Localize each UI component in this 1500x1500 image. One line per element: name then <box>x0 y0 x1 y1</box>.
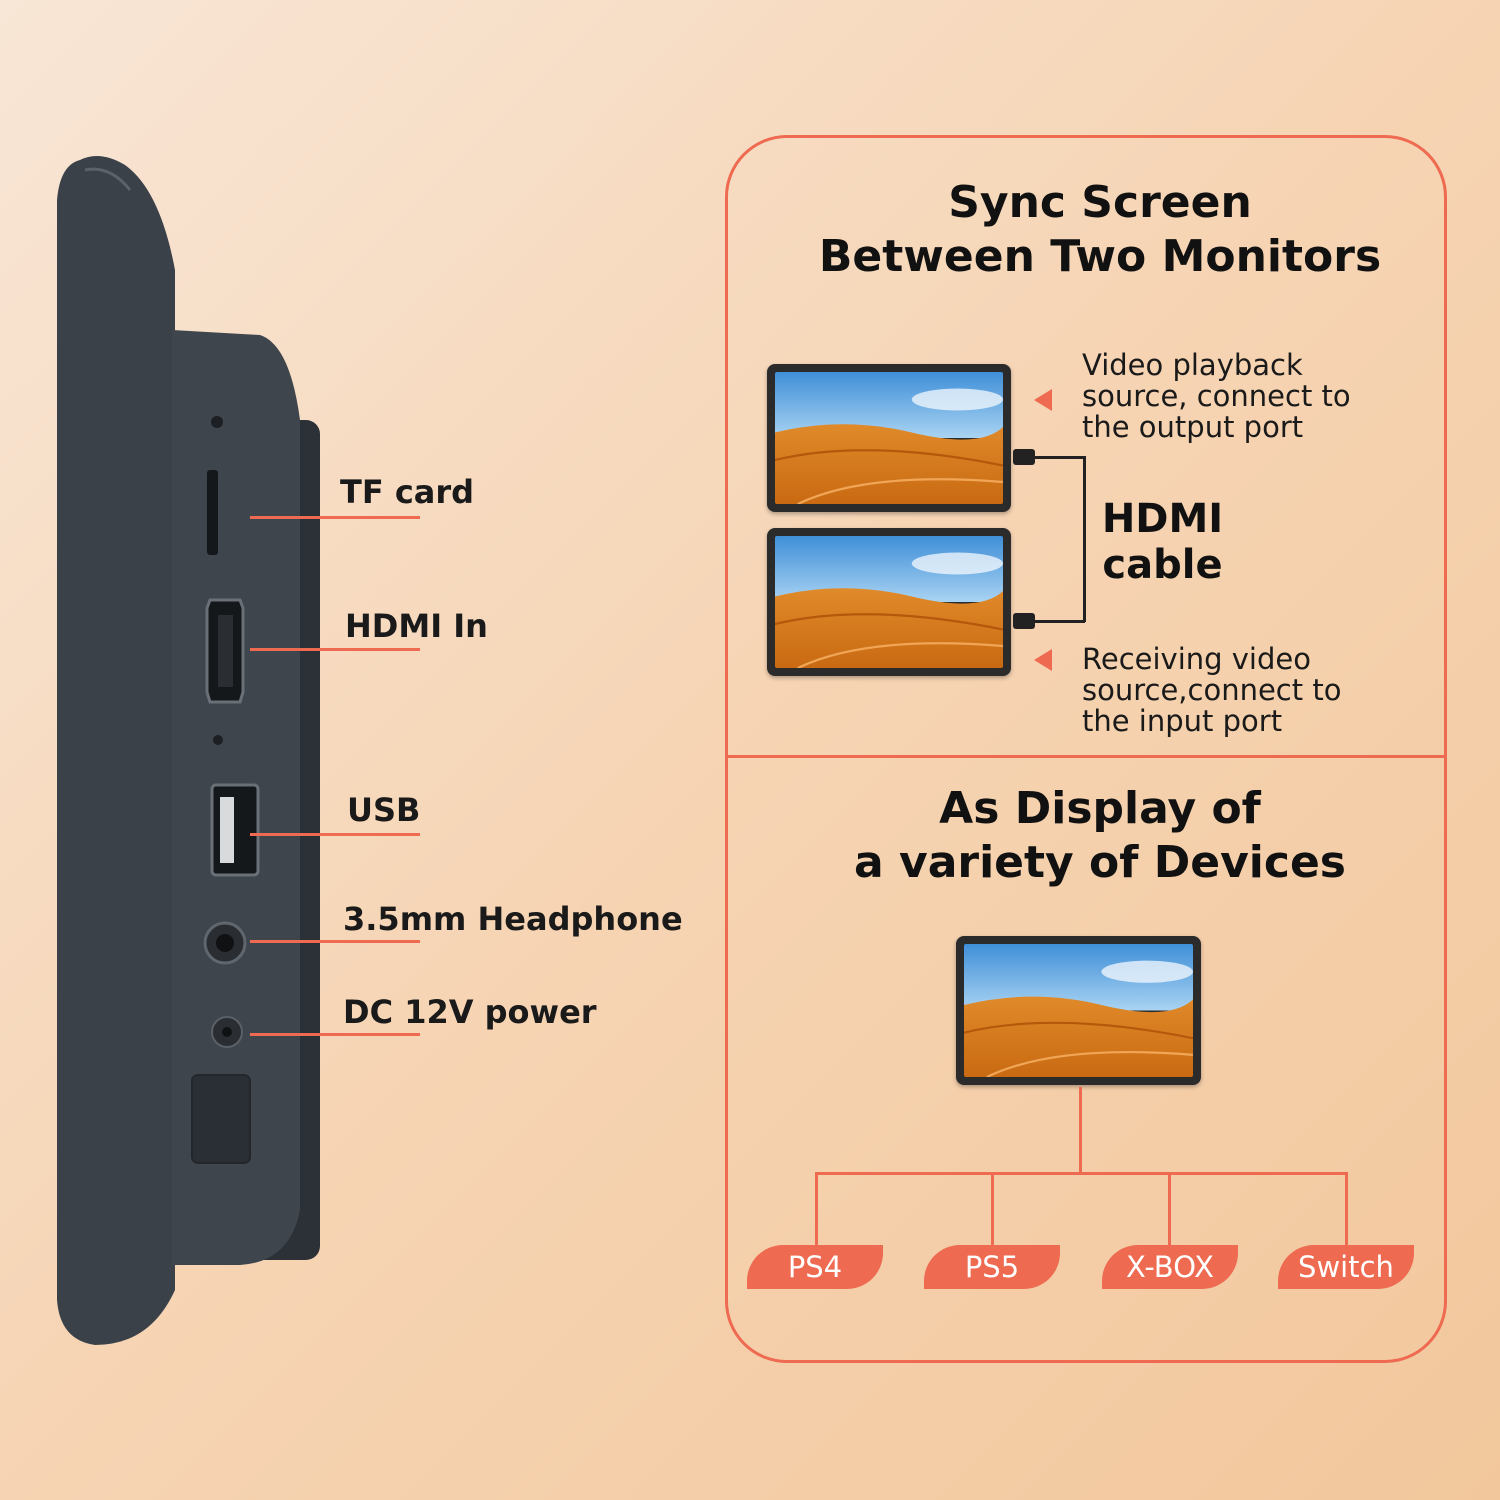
receiving-monitor <box>767 528 1011 676</box>
mic-hole <box>211 416 223 428</box>
feature-panel <box>725 135 1447 1363</box>
connector-branch <box>1345 1172 1348 1247</box>
cable-plug-top <box>1013 449 1035 465</box>
monitor-side-view <box>57 156 320 1345</box>
leader-dc-power <box>250 1033 420 1036</box>
leader-usb <box>250 833 420 836</box>
usb-port <box>210 783 260 877</box>
connector-branch <box>815 1172 818 1247</box>
leader-hdmi-in <box>250 648 420 651</box>
port-label-hdmi-in: HDMI In <box>345 607 488 645</box>
device-tag-switch: Switch <box>1278 1245 1414 1289</box>
power-button <box>191 1074 251 1164</box>
device-tag-ps5: PS5 <box>924 1245 1060 1289</box>
desert-screen-image <box>775 536 1003 668</box>
connector-bar <box>815 1172 1348 1175</box>
cable-plug-bottom <box>1013 613 1035 629</box>
desert-screen-image <box>775 372 1003 504</box>
leader-headphone <box>250 940 420 943</box>
port-label-usb: USB <box>347 791 421 829</box>
arrow-left-icon <box>1034 649 1052 671</box>
connector-branch <box>991 1172 994 1247</box>
device-tag-xbox: X-BOX <box>1102 1245 1238 1289</box>
device-body <box>57 156 175 1345</box>
display-title-line1: As Display of <box>939 783 1261 834</box>
desert-screen-image <box>964 944 1193 1077</box>
cable-line <box>1035 620 1085 623</box>
source-note: Video playback source, connect to the ou… <box>1082 348 1351 444</box>
sync-title-line1: Sync Screen <box>948 177 1252 228</box>
hdmi-cable-label-line2: cable <box>1102 542 1223 588</box>
port-label-tf-card: TF card <box>340 473 475 511</box>
connector-branch <box>1168 1172 1171 1247</box>
panel-divider <box>725 755 1447 758</box>
port-label-dc-power: DC 12V power <box>343 993 597 1031</box>
sync-title-line2: Between Two Monitors <box>818 231 1382 282</box>
arrow-left-icon <box>1034 389 1052 411</box>
display-title-line2: a variety of Devices <box>854 837 1346 888</box>
tf-card-slot <box>207 470 218 555</box>
leader-tf-card <box>250 516 420 519</box>
device-tag-ps4: PS4 <box>747 1245 883 1289</box>
port-label-headphone: 3.5mm Headphone <box>343 900 683 938</box>
source-monitor <box>767 364 1011 512</box>
cable-line <box>1083 456 1086 622</box>
connector-trunk <box>1079 1087 1082 1173</box>
receive-note: Receiving video source,connect to the in… <box>1082 642 1342 738</box>
cable-line <box>1035 456 1085 459</box>
hdmi-cable-label-line1: HDMI <box>1101 496 1224 542</box>
display-monitor <box>956 936 1201 1085</box>
